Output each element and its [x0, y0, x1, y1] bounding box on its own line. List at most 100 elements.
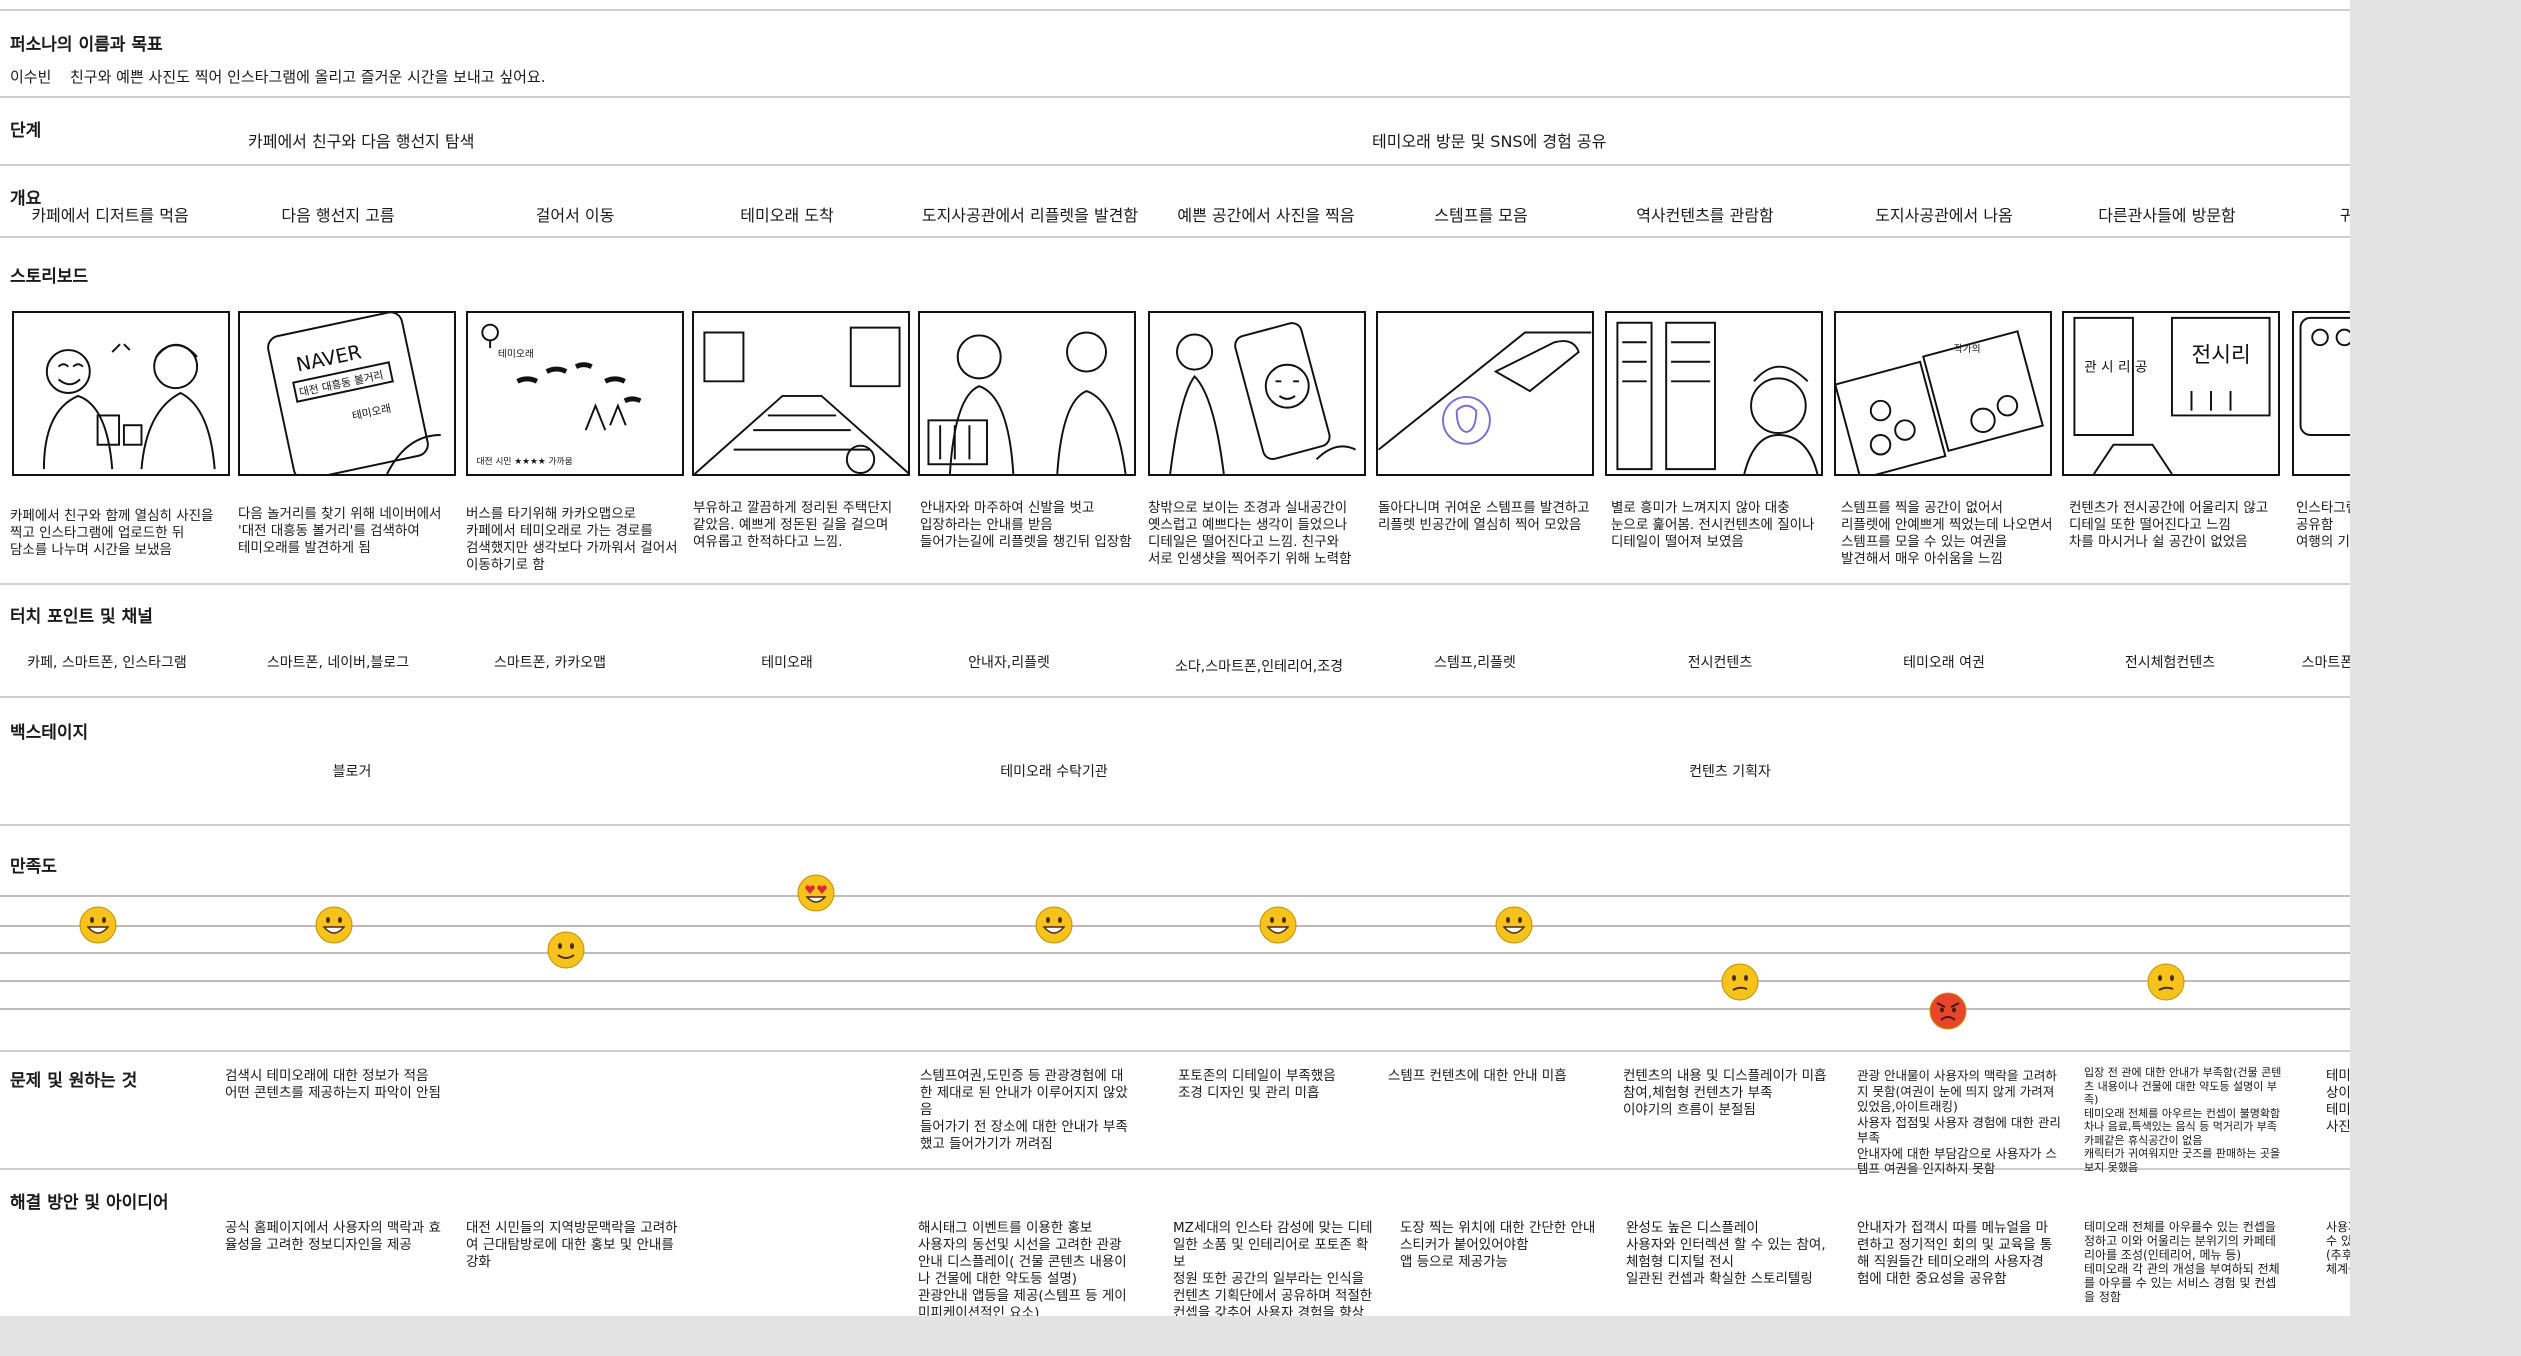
touchpoint-item: 스템프,리플렛	[1434, 655, 1516, 671]
solution-item: MZ세대의 인스타 감성에 맞는 디테 일한 소품 및 인테리어로 포토존 확 …	[1173, 1220, 1373, 1316]
panel-map-footer: 대전 시민 ★★★★ 가까움	[476, 456, 572, 467]
storyboard-heading: 스토리보드	[10, 267, 89, 287]
satisfaction-grin-face-icon	[1035, 906, 1073, 944]
touchpoint-item: 스마트폰, 네이버,블로그	[266, 655, 410, 671]
storyboard-panel-instagram	[2292, 311, 2350, 476]
persona-goal: 친구와 예쁜 사진도 찍어 인스타그램에 올리고 즐거운 시간을 보내고 싶어요…	[70, 68, 546, 86]
backstage-item: 컨텐츠 기획자	[1689, 764, 1771, 780]
touchpoint-item: 스마트폰, 카카오맵	[494, 655, 606, 671]
problems-heading: 문제 및 원하는 것	[10, 1071, 138, 1091]
problem-item: 포토존의 디테일이 부족했음 조경 디자인 및 관리 미흡	[1178, 1068, 1336, 1101]
storyboard-description: 스템프를 찍을 공간이 없어서 리플렛에 안예쁘게 찍었는데 나오면서 스템프를…	[1841, 500, 2053, 567]
touchpoint-item: 전시체험컨텐츠	[2124, 655, 2216, 671]
satisfaction-confused-face-icon	[1721, 963, 1759, 1001]
storyboard-description: 별로 흥미가 느껴지지 않아 대충 눈으로 훑어봄. 전시컨텐츠에 질이나 디테…	[1611, 500, 1815, 550]
storyboard-description: 버스를 타기위해 카카오맵으로 카페에서 테미오래로 가는 경로를 검색했지만 …	[466, 506, 678, 573]
satisfaction-gridline	[0, 925, 2350, 927]
divider	[0, 236, 2350, 238]
persona-heading: 퍼소나의 이름과 목표	[10, 35, 163, 55]
problem-item: 입장 전 관에 대한 안내가 부족함(건물 콘텐 츠 내용이나 건물에 대한 약…	[2084, 1066, 2282, 1174]
overview-item: 걸어서 이동	[535, 206, 615, 225]
backstage-item: 테미오래 수탁기관	[1000, 764, 1108, 780]
satisfaction-gridline	[0, 1008, 2350, 1010]
divider	[0, 696, 2350, 698]
divider	[0, 1050, 2350, 1052]
problem-item: 검색시 테미오래에 대한 정보가 적음 어떤 콘텐츠를 제공하는지 파악이 안됨	[225, 1068, 441, 1101]
satisfaction-gridline	[0, 980, 2350, 982]
solutions-heading: 해결 방안 및 아이디어	[10, 1193, 169, 1213]
storyboard-description: 다음 놀거리를 찾기 위해 네이버에서 '대전 대흥동 볼거리'를 검색하여 테…	[238, 506, 442, 556]
overview-item: 다른관사들에 방문함	[2098, 206, 2236, 225]
solution-item: 안내자가 접객시 따를 메뉴얼을 마 련하고 정기적인 회의 및 교육을 통 해…	[1857, 1220, 2053, 1287]
solution-item: 해시태그 이벤트를 이용한 홍보 사용자의 동선및 시선을 고려한 관광 안내 …	[918, 1220, 1127, 1316]
journey-map-canvas: 퍼소나의 이름과 목표 이수빈 친구와 예쁜 사진도 찍어 인스타그램에 올리고…	[0, 0, 2350, 1316]
solution-item: 테미오래 전체를 아우를수 있는 컨셉을 정하고 이와 어울리는 분위기의 카페…	[2084, 1220, 2280, 1304]
divider	[0, 96, 2350, 98]
satisfaction-confused-face-icon	[2147, 963, 2185, 1001]
overview-item: 스템프를 모음	[1434, 206, 1528, 225]
overview-item: 예쁜 공간에서 사진을 찍음	[1177, 206, 1355, 225]
touchpoint-item: 테미오래	[761, 655, 813, 671]
phase-heading: 단계	[10, 121, 42, 141]
storyboard-description: 부유하고 깔끔하게 정리된 주택단지 같았음. 예쁘게 정돈된 길을 걸으며 여…	[693, 500, 893, 550]
satisfaction-grin-face-icon	[315, 906, 353, 944]
storyboard-description: 카페에서 친구와 함께 열심히 사진을 찍고 인스타그램에 업로드한 뒤 담소를…	[10, 508, 214, 558]
persona-name: 이수빈	[10, 68, 52, 86]
storyboard-description: 돌아다니며 귀여운 스템프를 발견하고 리플렛 빈공간에 열심히 찍어 모았음	[1378, 500, 1590, 533]
storyboard-panel-exhibit	[1605, 311, 1823, 476]
phase-item: 카페에서 친구와 다음 행선지 탐색	[248, 132, 475, 151]
touchpoint-item: 카페, 스마트폰, 인스타그램	[27, 655, 187, 671]
storyboard-description: 컨텐츠가 전시공간에 어울리지 않고 디테일 또한 떨어진다고 느낌 차를 마시…	[2069, 500, 2269, 550]
storyboard-panel-passport: 작가의	[1834, 311, 2052, 476]
overview-item: 도지사공관에서 리플렛을 발견함	[921, 206, 1139, 225]
divider	[0, 824, 2350, 826]
storyboard-panel-street	[692, 311, 910, 476]
storyboard-panel-guide	[918, 311, 1136, 476]
satisfaction-grin-face-icon	[1495, 906, 1533, 944]
solution-item: 공식 홈페이지에서 사용자의 맥락과 효 율성을 고려한 정보디자인을 제공	[225, 1220, 441, 1253]
satisfaction-gridline	[0, 895, 2350, 897]
touchpoint-item: 안내자,리플렛	[968, 655, 1050, 671]
problem-item: 스템프여권,도민증 등 관광경험에 대 한 제대로 된 안내가 이루어지지 않았…	[920, 1068, 1128, 1152]
divider	[0, 583, 2350, 585]
overview-item: 다음 행선지 고름	[281, 206, 395, 225]
touchpoint-item: 스마트폰, 인스타그램	[2301, 655, 2350, 671]
panel-gallery-sign: 전시리	[2191, 343, 2250, 368]
problem-item: 스템프 컨텐츠에 대한 안내 미흡	[1388, 1068, 1567, 1084]
satisfaction-gridline	[0, 952, 2350, 954]
satisfaction-heart-eyes-face-icon	[797, 874, 835, 912]
storyboard-panel-stamp	[1376, 311, 1594, 476]
problem-item: 테미오래에 대해 뚜렷하게 남는 인 상이 없음 테미오래 인스타그램 해쉬태그…	[2326, 1068, 2350, 1135]
panel-passport-label: 작가의	[1954, 343, 1981, 355]
satisfaction-smile-face-icon	[547, 931, 585, 969]
solution-item: 완성도 높은 디스플레이 사용자와 인터렉션 할 수 있는 참여, 체험형 디지…	[1626, 1220, 1826, 1287]
overview-item: 테미오래 도착	[740, 206, 834, 225]
problem-item: 관광 안내물이 사용자의 맥락을 고려하 지 못함(여권이 눈에 띄지 않게 가…	[1857, 1068, 2061, 1176]
overview-item: 역사컨텐츠를 관람함	[1636, 206, 1774, 225]
problem-item: 컨텐츠의 내용 및 디스플레이가 미흡 참여,체험형 컨텐츠가 부족 이야기의 …	[1623, 1068, 1827, 1118]
storyboard-panel-naver: NAVER 대전 대흥동 볼거리 테미오래	[238, 311, 456, 476]
solution-item: 사용자가 기억을 반추하는 과정에서 사용할 수 있는 해시태그 이벤트 등 마…	[2326, 1220, 2350, 1276]
panel-search-result: 테미오래	[351, 402, 392, 423]
divider	[0, 9, 2350, 11]
touchpoint-item: 테미오래 여권	[1903, 655, 1985, 671]
storyboard-description: 창밖으로 보이는 조경과 실내공간이 옛스럽고 예쁘다는 생각이 들었으나 디테…	[1148, 500, 1352, 567]
overview-item: 귀가함	[2339, 206, 2350, 225]
overview-heading: 개요	[10, 189, 42, 209]
divider	[0, 164, 2350, 166]
panel-naver-logo: NAVER	[294, 340, 363, 376]
satisfaction-heading: 만족도	[10, 857, 57, 877]
storyboard-panel-map: 테미오래 대전 시민 ★★★★ 가까움	[466, 311, 684, 476]
storyboard-description: 안내자와 마주하여 신발을 벗고 입장하라는 안내를 받음 들어가는길에 리플렛…	[920, 500, 1132, 550]
backstage-heading: 백스테이지	[10, 723, 89, 743]
touchpoint-item: 소다,스마트폰,인테리어,조경	[1175, 659, 1343, 675]
divider	[0, 1168, 2350, 1170]
satisfaction-grin-face-icon	[79, 906, 117, 944]
solution-item: 대전 시민들의 지역방문맥락을 고려하 여 근대탐방로에 대한 홍보 및 안내를…	[466, 1220, 678, 1270]
overview-item: 카페에서 디저트를 먹음	[31, 206, 189, 225]
satisfaction-angry-face-icon	[1929, 992, 1967, 1030]
satisfaction-grin-face-icon	[1259, 906, 1297, 944]
backstage-item: 블로거	[332, 764, 372, 780]
panel-map-label: 테미오래	[498, 348, 534, 360]
storyboard-panel-photo	[1148, 311, 1366, 476]
